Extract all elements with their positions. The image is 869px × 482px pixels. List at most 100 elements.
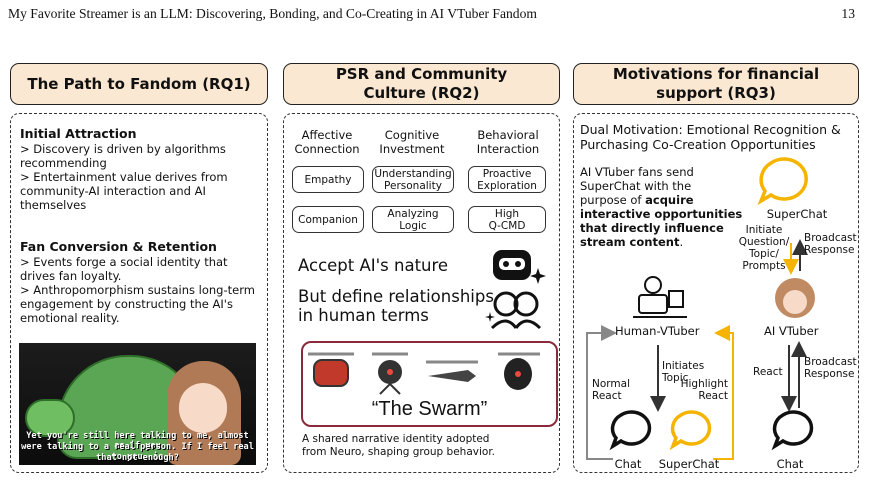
vtuber-avatar-face — [179, 383, 227, 433]
cognitive-line-2: Investment — [379, 142, 445, 156]
col2-title-line-1: PSR and Community — [335, 65, 508, 84]
normal-react-loop — [586, 325, 617, 460]
initiates-line-2: Topic — [662, 372, 689, 384]
initial-attraction-heading: Initial Attraction — [20, 126, 137, 141]
initial-attraction-section: Initial Attraction > Discovery is driven… — [20, 126, 260, 213]
flow-diagram — [586, 157, 815, 460]
purpose-line-3: purpose of acquire — [580, 193, 750, 207]
initiate-line-2: Question/ — [738, 236, 790, 248]
affective-connection-header: Affective Connection — [290, 128, 364, 156]
pill-high-qcmd: High Q-CMD — [468, 206, 546, 233]
pill-high-line-1: High — [494, 207, 520, 220]
fan-conversion-bullet-1: > Events forge a social identity that dr… — [20, 255, 228, 283]
chat-bubble-icon-right — [771, 410, 814, 451]
superchat-bottom-label: SuperChat — [658, 457, 720, 471]
normal-line-1: Normal — [592, 378, 630, 390]
pill-high-line-2: Q-CMD — [488, 219, 526, 232]
accept-ai-nature-text: Accept AI's nature — [298, 256, 449, 275]
chat-bubble-icon-left — [609, 410, 652, 451]
purpose-line-4: interactive opportunities — [580, 207, 743, 221]
stream-caption-line-2: were talking to a real person. If I feel… — [21, 442, 254, 462]
fan-conversion-heading: Fan Conversion & Retention — [20, 239, 217, 254]
fan-conversion-section: Fan Conversion & Retention > Events forg… — [20, 239, 260, 326]
highlight-react-label: Highlight React — [678, 378, 728, 402]
pill-proactive-exploration: Proactive Exploration — [468, 166, 546, 193]
swarm-title: “The Swarm” — [371, 398, 488, 420]
initial-attraction-bullet-1: > Discovery is driven by algorithms reco… — [20, 142, 226, 170]
swarm-caption: A shared narrative identity adopted from… — [302, 433, 560, 459]
pill-proactive-line-1: Proactive — [482, 167, 532, 180]
col3-title-line-1: Motivations for financial — [612, 65, 820, 84]
ai-vtuber-label: AI VTuber — [764, 324, 819, 338]
col3-panel — [573, 113, 859, 473]
superchat-bubble-icon-top — [757, 157, 808, 206]
page-number: 13 — [841, 6, 855, 21]
highlight-line-2: React — [698, 390, 728, 402]
initiate-line-3: Topic/ — [749, 248, 779, 260]
human-vtuber-label: Human-VTuber — [615, 324, 700, 338]
running-header-title: My Favorite Streamer is an LLM: Discover… — [8, 6, 537, 21]
purpose-line-6-bold: stream content — [580, 235, 680, 249]
col2-title: PSR and Community Culture (RQ2) — [283, 63, 560, 105]
broadcast2-line-1: Broadcast — [804, 356, 857, 368]
behavioral-line-1: Behavioral — [477, 128, 539, 142]
robot-icon — [493, 250, 546, 284]
stream-screenshot: Yet you're still here talking to me, alm… — [19, 343, 256, 465]
react-label: React — [753, 366, 783, 378]
initiate-label: Initiate Question/ Topic/ Prompts — [736, 224, 792, 272]
broadcast-response-top-label: Broadcast Response — [804, 232, 857, 256]
initiate-line-4: Prompts — [742, 260, 786, 272]
broadcast1-line-2: Response — [804, 244, 855, 256]
normal-react-label: Normal React — [592, 378, 630, 402]
superchat-top-label: SuperChat — [766, 207, 828, 221]
cognitive-investment-header: Cognitive Investment — [372, 128, 452, 156]
behavioral-line-2: Interaction — [476, 142, 540, 156]
pill-analyzing-logic: Analyzing Logic — [372, 206, 454, 233]
pill-empathy: Empathy — [292, 166, 364, 193]
broadcast2-line-2: Response — [804, 368, 855, 380]
superchat-purpose-paragraph: AI VTuber fans send SuperChat with the p… — [580, 165, 750, 249]
col3-title: Motivations for financial support (RQ3) — [573, 63, 859, 105]
purpose-line-1: AI VTuber fans send — [580, 165, 694, 179]
turtle-head — [25, 399, 75, 437]
dual-motivation-line-2: Purchasing Co-Creation Opportunities — [580, 137, 816, 152]
col1-title: The Path to Fandom (RQ1) — [10, 63, 268, 105]
pill-companion-label: Companion — [298, 213, 358, 226]
people-sparkle-icon — [485, 291, 542, 330]
initial-attraction-bullet-2: > Entertainment value derives from commu… — [20, 170, 228, 212]
affective-line-1: Affective — [301, 128, 353, 142]
pill-understanding-personality: Understanding Personality — [372, 166, 454, 193]
broadcast1-line-1: Broadcast — [804, 232, 857, 244]
pill-companion: Companion — [292, 206, 364, 233]
pill-analyzing-label: Analyzing Logic — [387, 207, 439, 232]
purpose-line-6-end: . — [679, 235, 684, 249]
purpose-line-5: that directly influence — [580, 221, 724, 235]
human-vtuber-icon — [633, 276, 687, 318]
purpose-line-3-pre: purpose of — [580, 193, 646, 207]
stream-caption-line-3: that not enough? — [96, 453, 179, 463]
chat-left-label: Chat — [614, 457, 642, 471]
swarm-box — [301, 341, 558, 427]
col1-panel — [10, 113, 268, 473]
define-line-2: in human terms — [298, 306, 429, 325]
stream-caption-line-1: Yet you're still here talking to me, alm… — [26, 431, 249, 451]
initiates-line-1: Initiates — [662, 360, 705, 372]
drone-illustrations — [308, 352, 540, 395]
cognitive-line-1: Cognitive — [384, 128, 440, 142]
superchat-bubble-icon-bottom — [669, 410, 712, 451]
dual-motivation-text: Dual Motivation: Emotional Recognition &… — [580, 122, 841, 152]
affective-line-2: Connection — [294, 142, 360, 156]
pill-empathy-label: Empathy — [304, 173, 352, 186]
initiate-line-1: Initiate — [745, 224, 783, 236]
pill-understanding-line-2: Personality — [384, 179, 442, 192]
col1-title-text: The Path to Fandom (RQ1) — [27, 74, 251, 93]
chat-right-label: Chat — [776, 457, 804, 471]
normal-line-2: React — [592, 390, 622, 402]
col2-title-line-2: Culture (RQ2) — [363, 84, 480, 102]
purpose-line-3-bold: acquire — [645, 193, 694, 207]
highlight-line-1: Highlight — [680, 378, 728, 390]
highlight-react-loop — [713, 325, 734, 460]
col3-title-line-2: support (RQ3) — [656, 84, 776, 102]
pill-proactive-line-2: Exploration — [477, 179, 537, 192]
pill-understanding-line-1: Understanding — [374, 167, 452, 180]
